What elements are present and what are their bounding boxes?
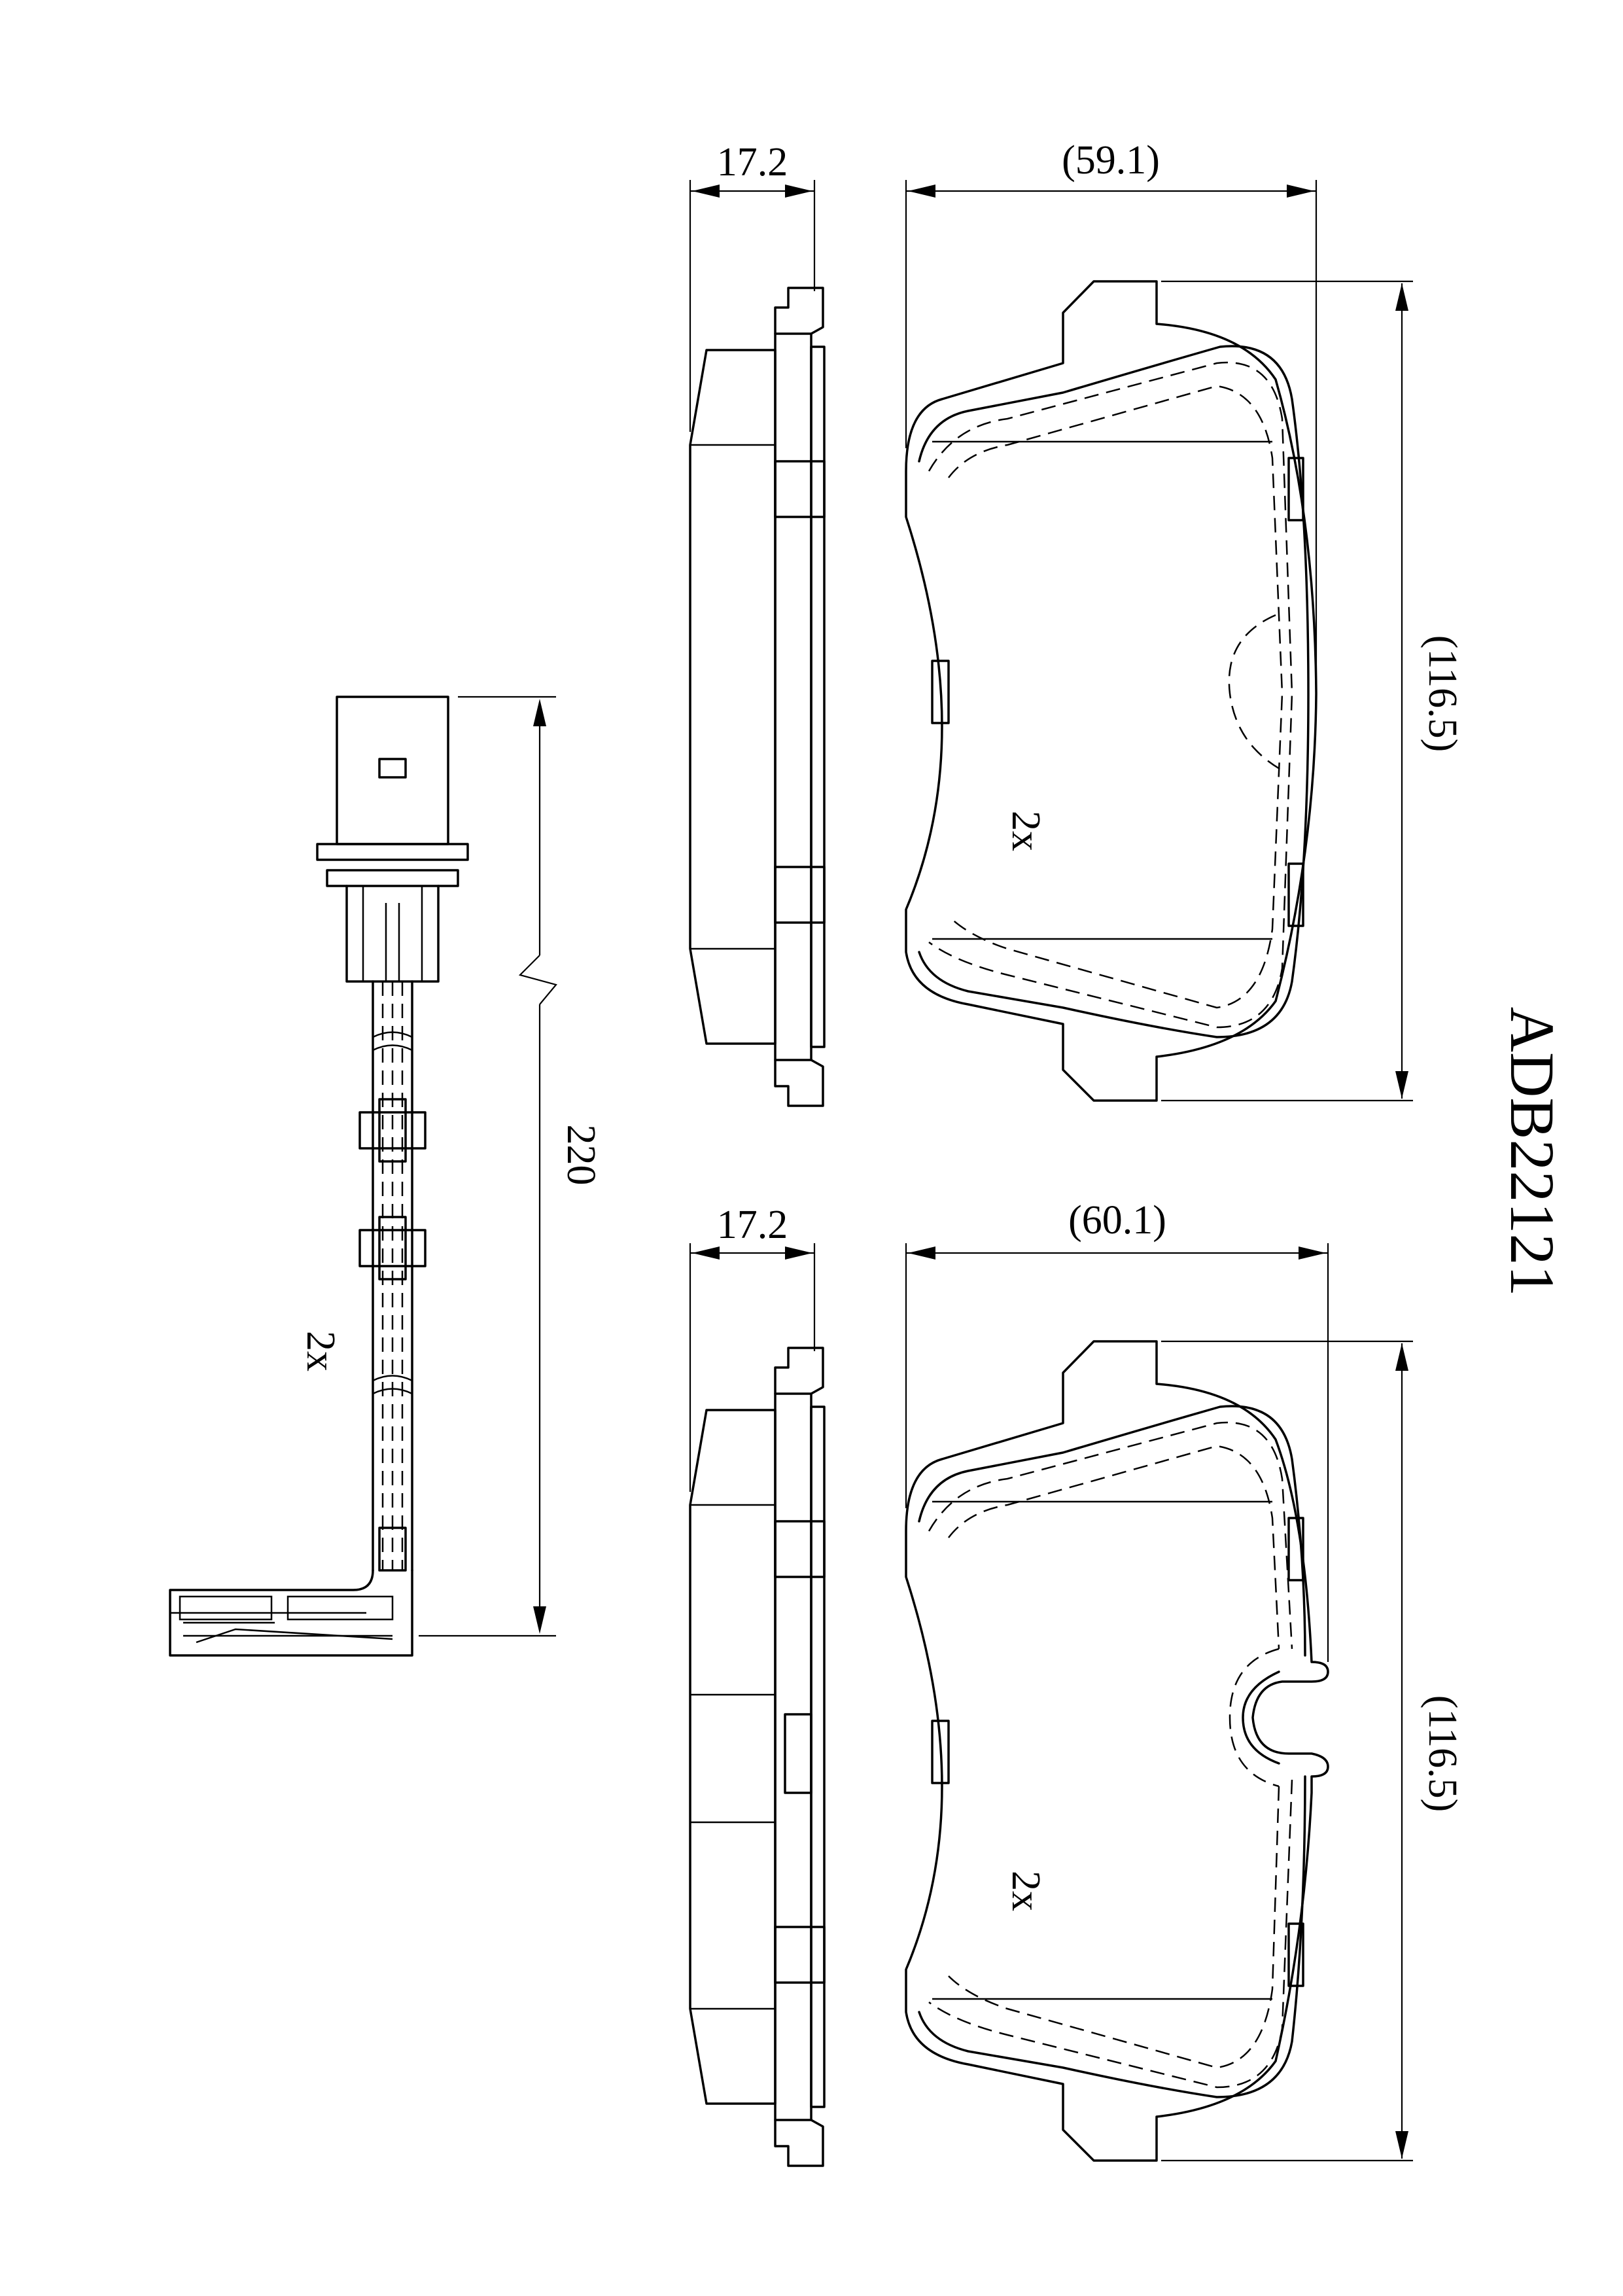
pad-upper-side-view [689, 287, 826, 1107]
pad-lower-width-dimension [905, 1243, 1329, 1662]
pad-lower-height-label: (116.5) [1420, 1695, 1465, 1812]
pad-lower-front-view [905, 1340, 1329, 2162]
pad-upper-height-label: (116.5) [1420, 635, 1465, 752]
pad-upper-thickness-label: 17.2 [717, 140, 788, 185]
pad-upper-front-view [905, 280, 1318, 1102]
sensor-length-dimension [419, 696, 557, 1637]
pad-upper-height-dimension [1161, 280, 1413, 1102]
wear-sensor [169, 696, 469, 1657]
part-code: ADB22121 [1497, 1007, 1567, 1297]
pad-upper-width-dimension [905, 180, 1318, 684]
pad-lower-thickness-dimension [689, 1243, 816, 1492]
pad-lower-width-label: (60.1) [1068, 1198, 1166, 1243]
pad-lower-quantity-label: 2x [1003, 1871, 1048, 1911]
sensor-quantity-label: 2x [298, 1331, 343, 1371]
sensor-length-label: 220 [559, 1125, 603, 1186]
pad-upper-quantity-label: 2x [1003, 811, 1048, 851]
pad-lower-height-dimension [1161, 1340, 1413, 2162]
pad-lower-side-view [689, 1347, 826, 2167]
pad-upper-thickness-dimension [689, 180, 816, 432]
pad-lower-thickness-label: 17.2 [717, 1203, 788, 1247]
pad-upper-width-label: (59.1) [1062, 138, 1160, 183]
